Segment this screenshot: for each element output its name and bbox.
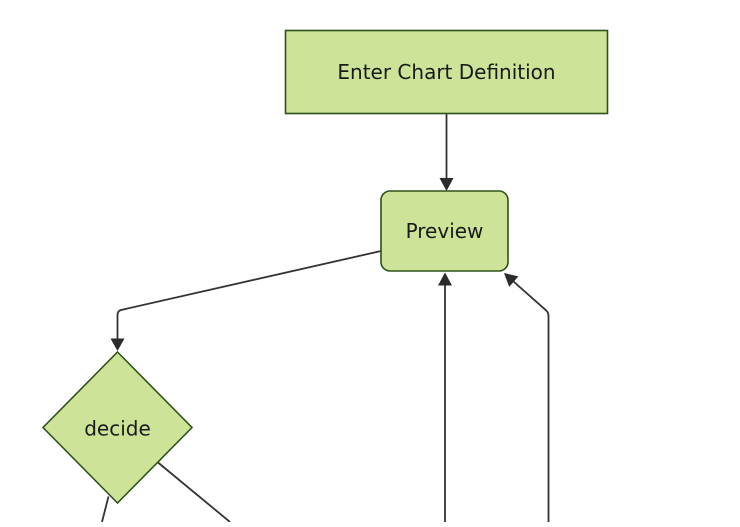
edge-decide-out-left-line bbox=[101, 496, 110, 523]
edge-decide-out-right-line bbox=[157, 461, 231, 523]
edge-bottom-right-to-preview-line bbox=[512, 280, 550, 522]
edge-bottom-to-preview bbox=[438, 272, 452, 522]
edge-bottom-to-preview-arrowhead bbox=[438, 272, 452, 286]
node-decide: decide bbox=[41, 350, 194, 505]
node-decide-label: decide bbox=[84, 417, 151, 441]
edge-preview-to-decide-arrowhead bbox=[110, 338, 125, 351]
edge-decide-out-left bbox=[101, 496, 110, 523]
edge-preview-to-decide-line bbox=[116, 250, 382, 339]
edge-preview-to-decide bbox=[110, 250, 382, 351]
node-preview: Preview bbox=[380, 190, 509, 272]
edge-decide-out-right bbox=[157, 461, 231, 523]
node-decide-shape bbox=[41, 350, 194, 505]
node-preview-label: Preview bbox=[406, 219, 484, 243]
node-enter-chart-definition: Enter Chart Definition bbox=[284, 29, 609, 115]
edge-bottom-right-to-preview-arrowhead bbox=[504, 273, 519, 287]
edge-bottom-right-to-preview bbox=[504, 273, 550, 522]
edge-enter-to-preview bbox=[439, 114, 454, 191]
node-enter-chart-definition-label: Enter Chart Definition bbox=[337, 60, 555, 84]
node-enter-chart-definition-shape bbox=[284, 29, 609, 115]
edge-enter-to-preview-arrowhead bbox=[439, 178, 454, 191]
node-preview-shape bbox=[380, 190, 509, 272]
